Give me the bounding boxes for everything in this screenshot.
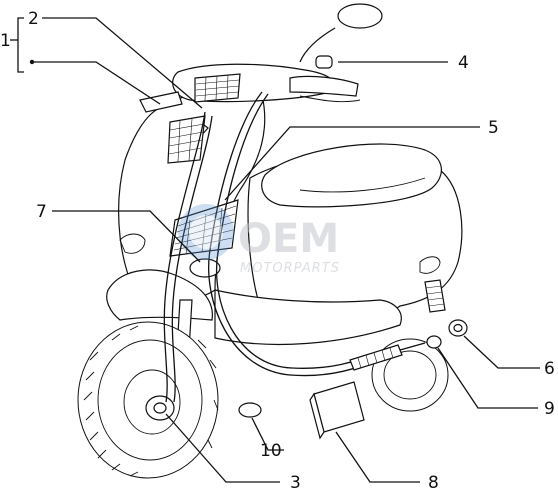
callout-labels: 1 2 3 4 5 6 7 8 9 10 [0, 9, 555, 491]
callout-6: 6 [544, 359, 555, 379]
watermark-brand: OEM [238, 216, 339, 262]
part-4-cap [315, 55, 333, 69]
callout-3: 3 [290, 473, 301, 491]
handlebar-assembly [139, 3, 383, 164]
callout-1: 1 [0, 31, 11, 51]
part-10-grommet [238, 402, 262, 418]
callout-4: 4 [458, 53, 469, 73]
watermark-sub: MOTORPARTS [240, 261, 340, 276]
part-8-block [309, 381, 365, 440]
part-6-fitting [448, 319, 468, 337]
callout-5: 5 [488, 118, 499, 138]
rear-spring [424, 279, 446, 313]
scooter-body [106, 90, 463, 346]
front-wheel [77, 321, 219, 479]
callout-7: 7 [36, 202, 47, 222]
part-9-nut [426, 335, 442, 349]
callout-8: 8 [428, 473, 439, 491]
callout-2: 2 [28, 9, 39, 29]
watermark: OEM MOTORPARTS [178, 204, 340, 276]
callout-9: 9 [544, 399, 555, 419]
brake-cables [163, 91, 426, 403]
leader-lines [10, 17, 540, 483]
callout-10: 10 [260, 441, 282, 461]
